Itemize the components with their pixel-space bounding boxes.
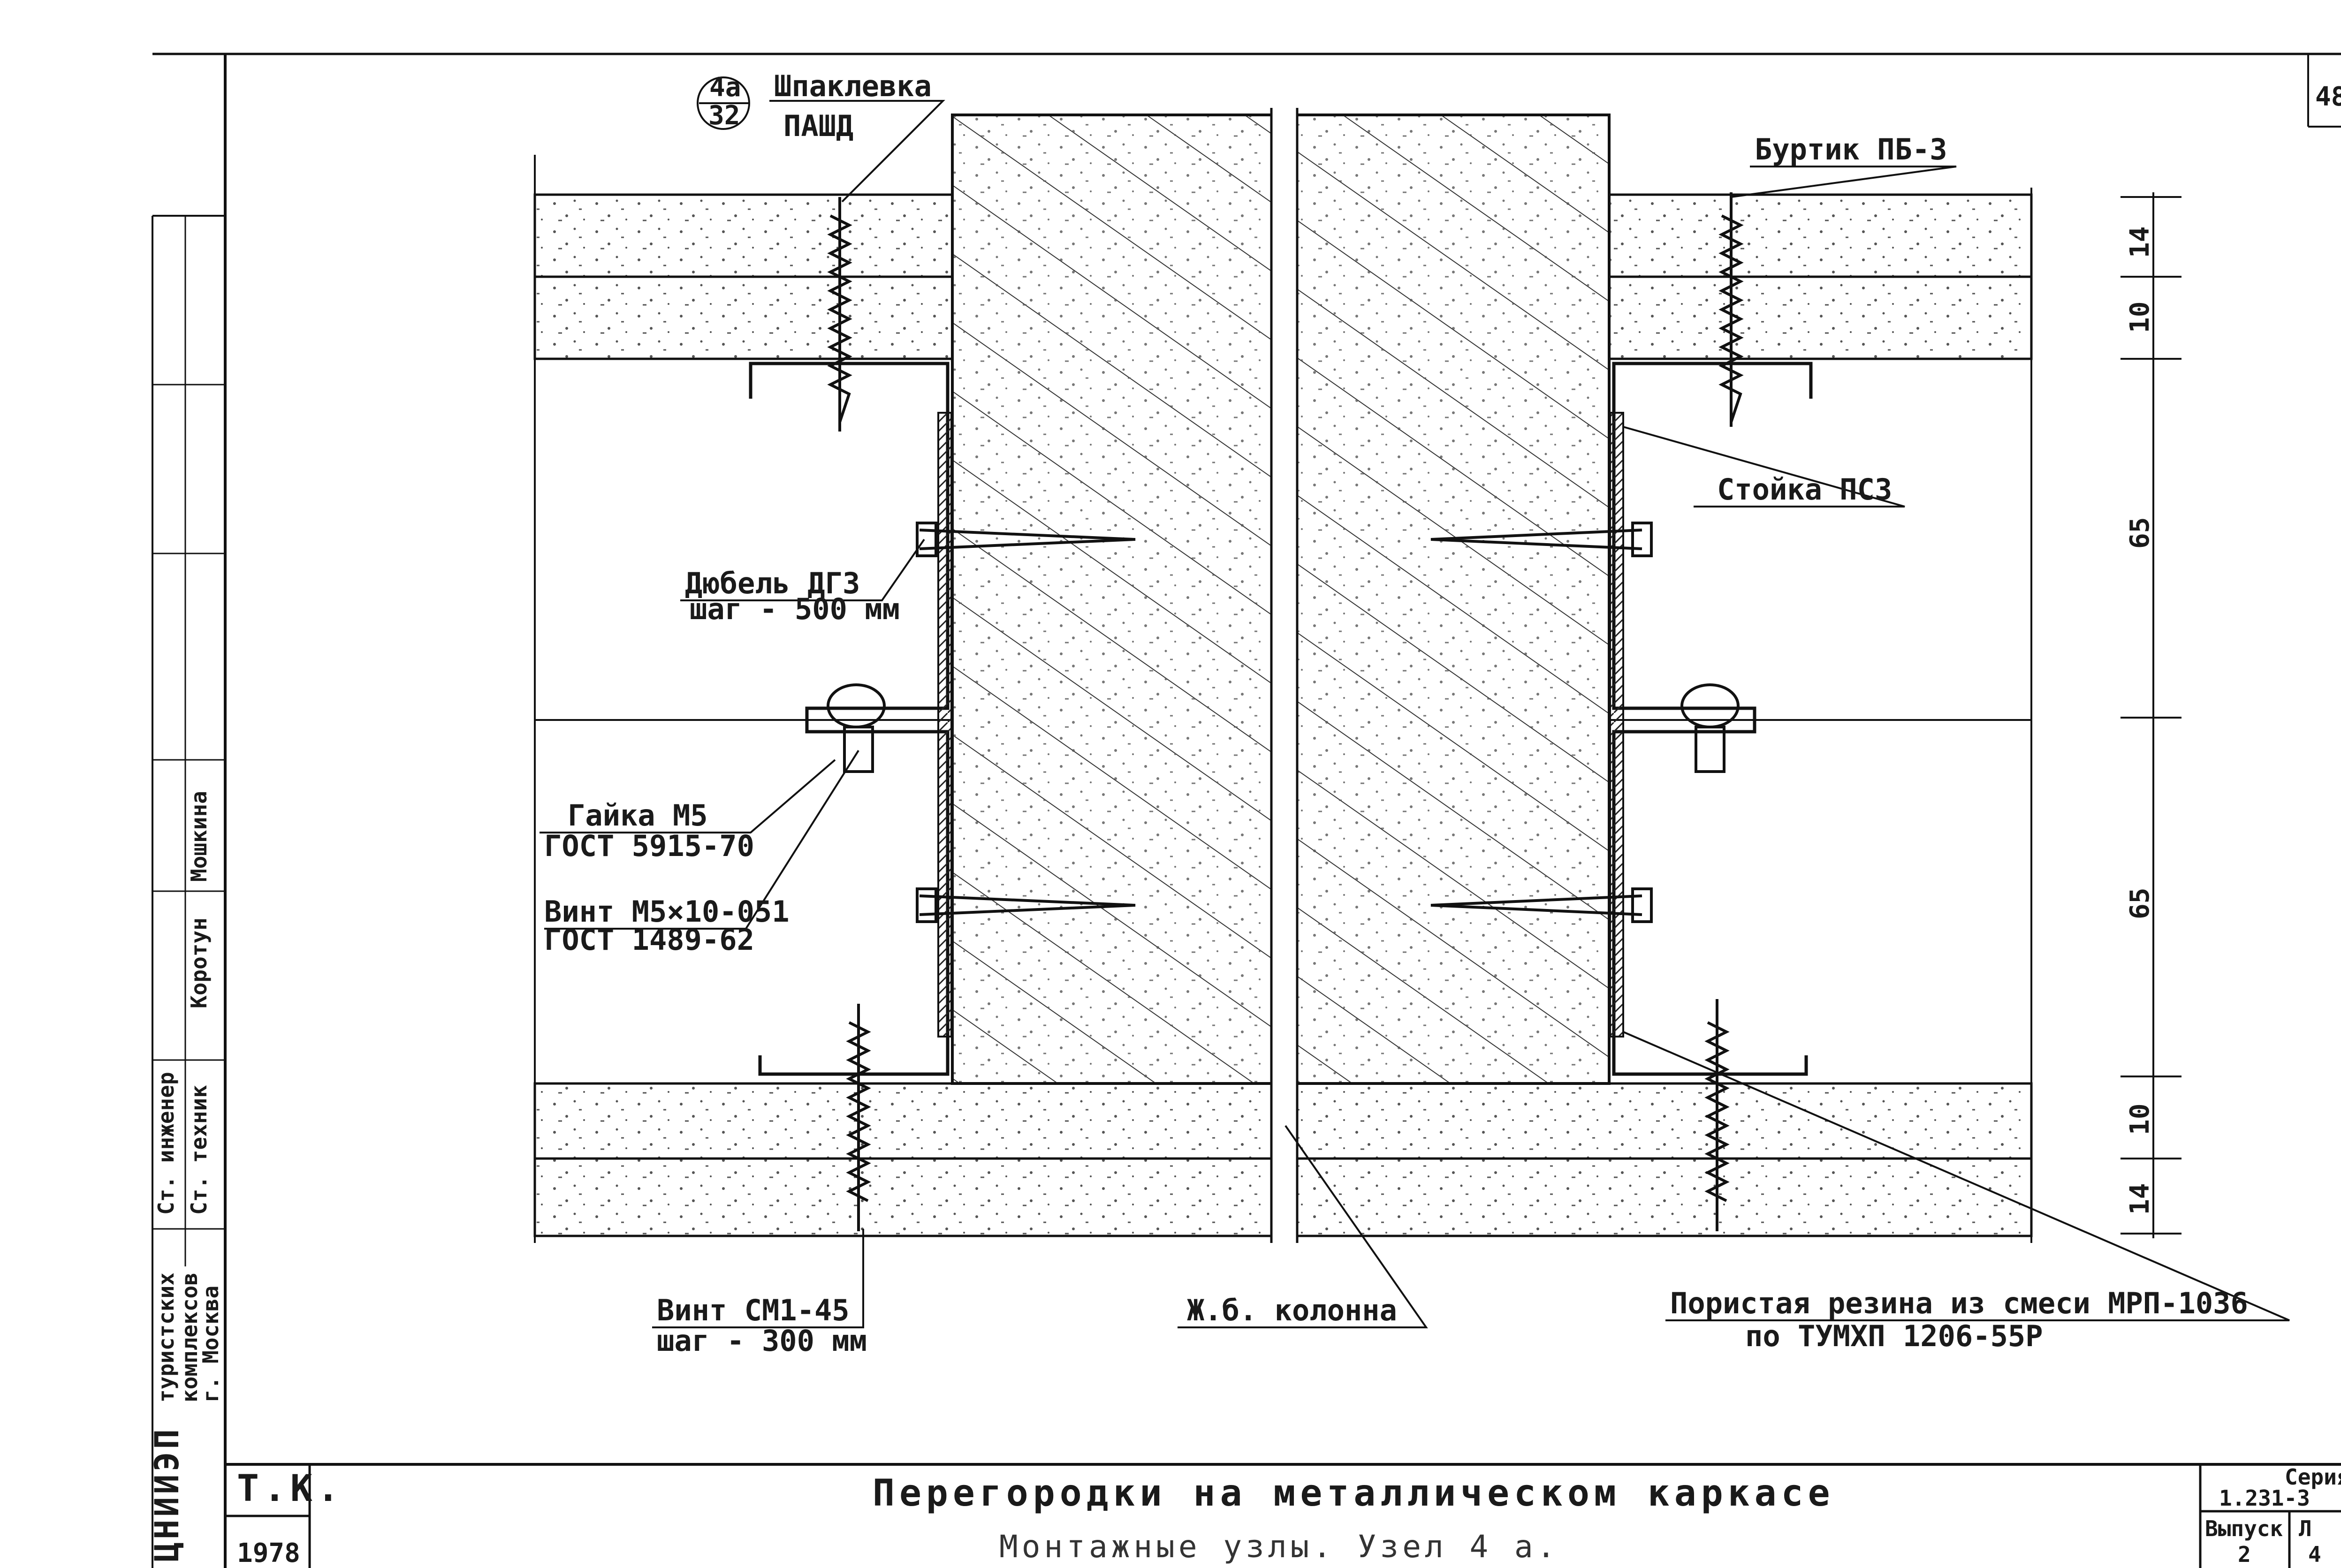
label-bolt-2: ГОСТ 1489-62 <box>544 923 754 957</box>
label-nut-1: Гайка М5 <box>568 798 708 833</box>
sheet-label: Л <box>2299 1516 2312 1541</box>
label-dowel-2: шаг - 500 мм <box>690 592 900 626</box>
dim-lower-65: 65 <box>2125 888 2155 919</box>
label-dowel-1: Дюбель ДГЗ <box>685 566 860 600</box>
series-value: 1.231-3 <box>2219 1485 2310 1511</box>
label-screw-2: шаг - 300 мм <box>657 1324 867 1358</box>
side-stamp: Мошкина Коротун Ст. инженер Ст. техник т… <box>148 791 223 1562</box>
sheet-frame <box>152 53 2341 1568</box>
callout-bottom: 32 <box>708 100 740 131</box>
metal-studs <box>749 362 1813 1076</box>
sheet-value: 4 <box>2308 1542 2321 1567</box>
label-bolt-1: Винт М5×10-051 <box>544 894 790 929</box>
dim-top-10: 10 <box>2125 302 2155 333</box>
dim-upper-65: 65 <box>2125 517 2155 549</box>
title-block <box>225 1464 2341 1568</box>
stamp-org-detail-2: комплексов <box>177 1273 202 1402</box>
label-bead: Буртик ПБ-3 <box>1755 132 1947 167</box>
wall-panels <box>533 155 2033 1243</box>
dimension-labels: 14 10 65 65 10 14 <box>2125 227 2155 1215</box>
dimension-line <box>2121 192 2181 1238</box>
stamp-role-1: Ст. инженер <box>153 1072 179 1215</box>
stamp-role-2: Ст. техник <box>186 1085 212 1215</box>
title-year: 1978 <box>237 1538 300 1568</box>
stamp-name-1: Мошкина <box>186 791 212 882</box>
stamp-org: ЦНИИЭП <box>148 1426 186 1562</box>
label-column: Ж.б. колонна <box>1187 1293 1397 1327</box>
stamp-name-2-alt: Коротун <box>186 917 212 1008</box>
fasteners <box>827 192 1744 1231</box>
title-code: Т.К. <box>237 1468 344 1510</box>
leader-lines <box>540 76 2290 1328</box>
label-rubber-1: Пористая резина из смеси МРП-1036 <box>1670 1286 2248 1320</box>
concrete-column <box>951 108 1611 1243</box>
drawing-subtitle: Монтажные узлы. Узел 4 а. <box>999 1529 1559 1565</box>
label-stud: Стойка ПСЗ <box>1717 472 1892 507</box>
dim-bottom-14: 14 <box>2125 1183 2155 1215</box>
label-screw-1: Винт СМ1-45 <box>657 1293 850 1327</box>
drawing-title: Перегородки на металлическом каркасе <box>873 1472 1835 1515</box>
issue-label: Выпуск <box>2205 1516 2283 1541</box>
label-nut-2: ГОСТ 5915-70 <box>544 829 754 863</box>
dim-bottom-10: 10 <box>2125 1104 2155 1135</box>
label-putty-1: Шпаклевка <box>774 69 932 103</box>
issue-value: 2 <box>2238 1542 2251 1567</box>
callout-labels: 4a 32 Шпаклевка ПАШД Буртик ПБ-3 Стойка … <box>544 69 2248 1358</box>
stamp-org-detail-1: туристских <box>153 1273 179 1402</box>
callout-top: 4a <box>709 72 741 103</box>
sheet-number: 48 <box>2315 82 2341 112</box>
dim-top-14: 14 <box>2125 227 2155 258</box>
title-texts: Т.К. 1978 Перегородки на металлическом к… <box>237 1464 2341 1568</box>
series-label: Серия <box>2285 1464 2341 1490</box>
stamp-org-detail-3: г. Москва <box>198 1286 223 1402</box>
label-putty-2: ПАШД <box>783 109 853 143</box>
label-rubber-2: по ТУМХП 1206-55Р <box>1745 1319 2043 1353</box>
